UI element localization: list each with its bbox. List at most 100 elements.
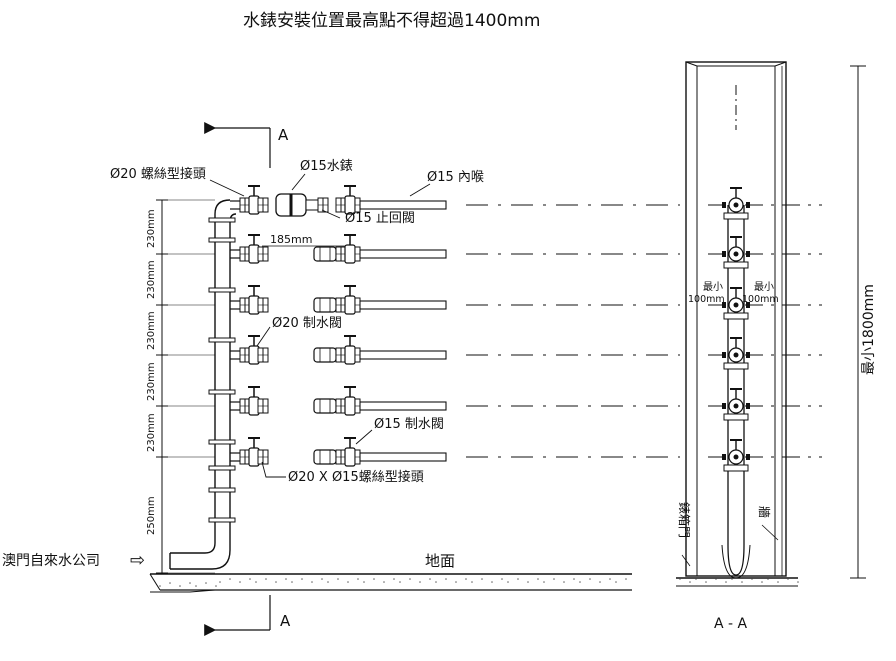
section-valve-icon	[722, 388, 750, 421]
ground-hatch-dot	[625, 578, 627, 580]
stop-valve-15-icon	[344, 185, 356, 215]
ground-hatch-dot	[455, 581, 457, 583]
dim-230-4: 230mm	[146, 362, 157, 401]
ground-hatch-dot	[689, 581, 691, 583]
meter-row	[230, 185, 447, 217]
elevation-view: 地面 澳門自來水公司 ⇨ 230mm 230mm 230mm 230mm 230…	[2, 122, 822, 636]
ground-hatch-dot	[275, 581, 277, 583]
threaded-joint-label: Ø20 螺絲型接頭	[110, 166, 206, 182]
pipe-clamp	[208, 237, 236, 243]
section-valve-icon	[722, 287, 750, 320]
union-nut	[354, 297, 361, 313]
ground-hatch-dot	[741, 581, 743, 583]
ground-hatch-dot	[291, 581, 293, 583]
meter-box-door-label: 錶箱門	[677, 502, 692, 538]
ground-hatch-dot	[215, 585, 217, 587]
stop-valve-15-icon	[344, 234, 356, 264]
section-valve-icon	[722, 236, 750, 269]
union-nut	[354, 347, 361, 363]
stop-valve-15-icon	[344, 335, 356, 365]
ground-hatch-dot	[159, 585, 161, 587]
ground-hatch-dot	[219, 581, 221, 583]
water-meter-icon	[275, 193, 307, 217]
water-meter-icon	[313, 297, 337, 313]
pipe-clamp	[208, 517, 236, 523]
meter-row	[230, 335, 447, 365]
stop-valve-20-label: Ø20 制水閥	[272, 316, 342, 331]
meter-label: Ø15水錶	[300, 159, 353, 174]
ground-hatch-dot	[537, 578, 539, 580]
ground-hatch-dot	[205, 582, 207, 584]
ground-hatch-dot	[481, 578, 483, 580]
stop-valve-15-icon	[344, 285, 356, 315]
ground-hatch-dot	[679, 578, 681, 580]
supply-arrow-icon: ⇨	[130, 550, 145, 571]
outlet-pipe	[359, 452, 447, 462]
ground-hatch-dot	[573, 578, 575, 580]
outlet-pipe	[359, 200, 447, 210]
ground-hatch-dot	[265, 578, 267, 580]
ground-hatch-dot	[195, 585, 197, 587]
dim-230-1: 230mm	[146, 209, 157, 248]
pipe-clamp	[208, 337, 236, 343]
reducer-joint	[257, 197, 269, 213]
ground-hatch-dot	[491, 581, 493, 583]
min-gap-left-value: 100mm	[688, 294, 725, 305]
min-height-label: 最小1800mm	[861, 284, 877, 375]
ground-hatch-dot	[471, 581, 473, 583]
ground-hatch-dot	[179, 585, 181, 587]
ground-hatch-dot	[501, 578, 503, 580]
ground-slab	[149, 573, 632, 593]
ground-hatch-dot	[285, 578, 287, 580]
pipe-clamp	[208, 389, 236, 395]
ground-hatch-dot	[363, 581, 365, 583]
spacing-label: 185mm	[270, 233, 312, 246]
ground-hatch-dot	[787, 578, 789, 580]
supply-pipe	[169, 199, 237, 570]
section-marker-bottom-letter: A	[280, 612, 291, 630]
ground-hatch-dot	[399, 581, 401, 583]
meter-row	[230, 437, 447, 467]
ground-hatch-dot	[553, 578, 555, 580]
union-nut	[354, 246, 361, 262]
section-marker-top: A	[204, 122, 289, 168]
ground-hatch-dot	[751, 578, 753, 580]
stop-valve-20-icon	[248, 335, 260, 365]
section-valve-icon	[722, 337, 750, 370]
ground-hatch-dot	[383, 581, 385, 583]
section-marker-bottom: A	[204, 595, 291, 636]
ground-hatch-dot	[249, 578, 251, 580]
ground-hatch-dot	[347, 581, 349, 583]
pipe-segment	[305, 199, 319, 211]
ground-hatch-dot	[543, 581, 545, 583]
ground-hatch-dot	[725, 581, 727, 583]
min-gap-left-label: 最小	[703, 281, 723, 293]
ground-hatch-dot	[761, 581, 763, 583]
diagram-title: 水錶安裝位置最高點不得超過1400mm	[243, 11, 540, 31]
outlet-pipe	[359, 249, 447, 259]
inner-throat-label: Ø15 內喉	[427, 170, 484, 185]
check-valve-label: Ø15 止回閥	[345, 211, 415, 226]
ground-hatch-dot	[579, 581, 581, 583]
reducer-joint	[257, 449, 269, 465]
dim-230-2: 230mm	[146, 260, 157, 299]
ground-hatch-dot	[393, 578, 395, 580]
water-meter-icon	[313, 246, 337, 262]
ground-hatch-dot	[731, 578, 733, 580]
outlet-pipe	[359, 300, 447, 310]
pipe-clamp	[208, 439, 236, 445]
ground-hatch-dot	[373, 578, 375, 580]
ground-hatch-dot	[563, 581, 565, 583]
union-nut	[354, 398, 361, 414]
ground-hatch-dot	[589, 578, 591, 580]
section-marker-top-letter: A	[278, 126, 289, 144]
ground-label: 地面	[425, 552, 455, 570]
reducer-joint	[257, 246, 269, 262]
ground-hatch-dot	[715, 578, 717, 580]
outlet-pipe	[359, 350, 447, 360]
stop-valve-15-icon	[344, 437, 356, 467]
min-gap-right-value: 100mm	[742, 294, 779, 305]
ground-hatch-dot	[301, 578, 303, 580]
check-valve-15	[317, 197, 329, 213]
section-valve-icon	[722, 439, 750, 472]
